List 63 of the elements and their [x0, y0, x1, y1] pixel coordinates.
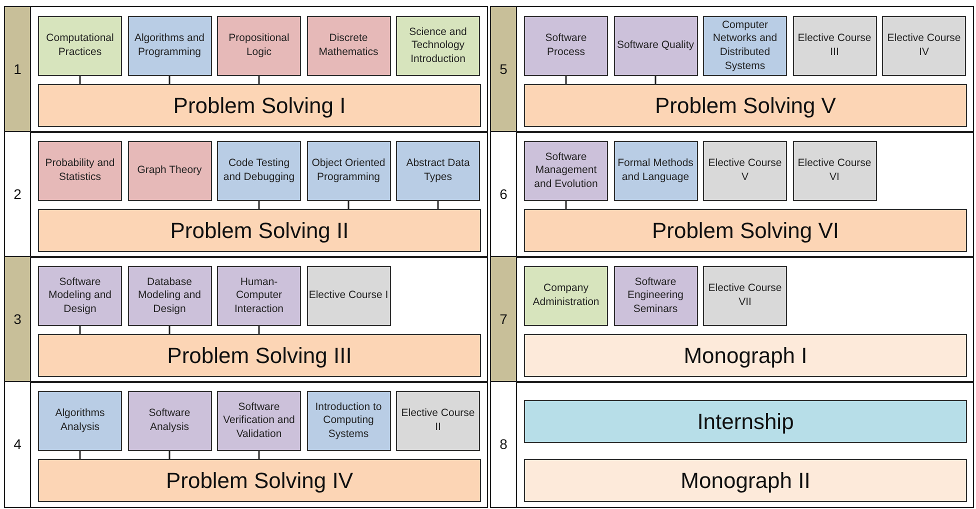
semester-number: 2 — [5, 132, 31, 256]
semester-number: 7 — [491, 257, 517, 382]
course-box: Discrete Mathematics — [306, 16, 390, 76]
connector-line — [79, 451, 81, 459]
semester-number: 6 — [491, 132, 517, 256]
course-box: Software Management and Evolution — [524, 141, 608, 201]
course-box: Science and Technology Introduction — [396, 16, 480, 76]
connector-line — [348, 201, 350, 209]
semester-number: 5 — [491, 7, 517, 132]
connector-line — [258, 326, 260, 334]
course-box: Computer Networks and Distributed Systems — [703, 16, 787, 76]
module-bar: Problem Solving VI — [524, 209, 967, 252]
course-box: Software Engineering Seminars — [614, 266, 698, 326]
course-box: Elective Course II — [396, 391, 480, 451]
semester-number: 8 — [491, 382, 517, 506]
course-box: Elective Course VI — [792, 141, 876, 201]
course-box: Elective Course V — [703, 141, 787, 201]
course-box: Software Modeling and Design — [38, 266, 122, 326]
course-box: Object Oriented Programming — [306, 141, 390, 201]
semester-number: 1 — [5, 7, 31, 132]
module-bar: Monograph II — [524, 459, 967, 502]
course-box: Introduction to Computing Systems — [306, 391, 390, 451]
connector-line — [565, 201, 567, 209]
connector-line — [168, 326, 170, 334]
connector-line — [258, 201, 260, 209]
connector-line — [437, 201, 439, 209]
module-bar: Problem Solving V — [524, 84, 967, 127]
module-bar: Internship — [524, 400, 967, 443]
course-box: Software Analysis — [128, 391, 212, 451]
course-box: Software Verification and Validation — [217, 391, 301, 451]
course-box: Graph Theory — [128, 141, 212, 201]
course-box: Elective Course VII — [703, 266, 787, 326]
course-box: Elective Course IV — [882, 16, 966, 76]
course-box: Formal Methods and Language — [614, 141, 698, 201]
module-bar: Problem Solving II — [38, 209, 481, 252]
course-box: Computational Practices — [38, 16, 122, 76]
course-box: Algorithms and Programming — [128, 16, 212, 76]
connector-line — [79, 326, 81, 334]
module-bar: Problem Solving I — [38, 84, 481, 127]
course-box: Algorithms Analysis — [38, 391, 122, 451]
module-bar: Problem Solving III — [38, 334, 481, 377]
course-box: Elective Course III — [792, 16, 876, 76]
module-bar: Monograph I — [524, 334, 967, 377]
module-bar: Problem Solving IV — [38, 459, 481, 502]
course-box: Elective Course I — [306, 266, 390, 326]
course-box: Code Testing and Debugging — [217, 141, 301, 201]
course-box: Abstract Data Types — [396, 141, 480, 201]
course-box: Company Administration — [524, 266, 608, 326]
connector-line — [258, 76, 260, 84]
connector-line — [79, 76, 81, 84]
course-box: Software Quality — [614, 16, 698, 76]
course-box: Propositional Logic — [217, 16, 301, 76]
course-box: Database Modeling and Design — [128, 266, 212, 326]
connector-line — [168, 76, 170, 84]
semester-number: 3 — [5, 257, 31, 382]
course-box: Probability and Statistics — [38, 141, 122, 201]
connector-line — [168, 451, 170, 459]
semester-number: 4 — [5, 382, 31, 506]
connector-line — [565, 76, 567, 84]
connector-line — [654, 76, 656, 84]
course-box: Software Process — [524, 16, 608, 76]
connector-line — [258, 451, 260, 459]
course-box: Human-Computer Interaction — [217, 266, 301, 326]
